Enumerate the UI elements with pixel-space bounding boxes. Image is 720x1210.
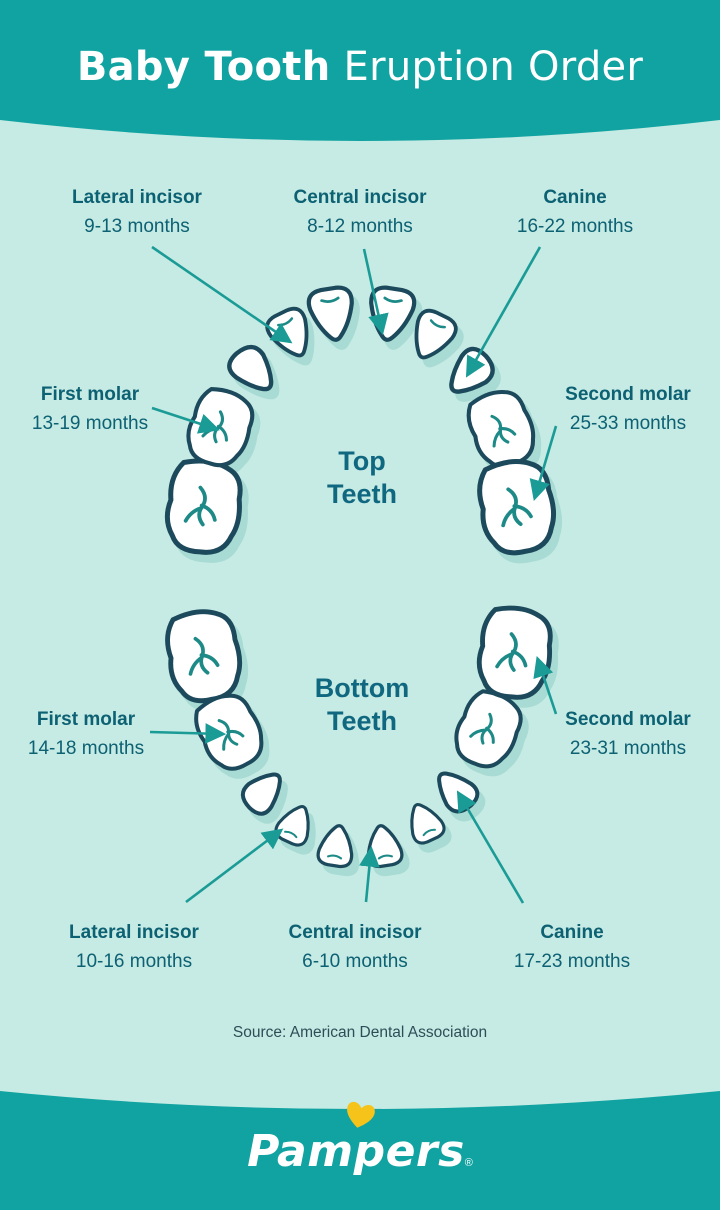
tooth-range: 8-12 months	[307, 216, 413, 237]
arrow-top-lateral-incisor	[151, 245, 293, 344]
tooth-name: Lateral incisor	[69, 922, 199, 943]
tooth-bottom-right-central-incisor	[362, 821, 405, 870]
tooth-range: 9-13 months	[84, 216, 190, 237]
label-bottom-central-incisor: Central incisor 6-10 months	[288, 918, 421, 976]
tooth-top-left-second-molar	[163, 457, 246, 557]
arrow-top-second-molar	[529, 425, 558, 501]
tooth-bottom-left-central-incisor	[315, 821, 358, 870]
source-attribution: Source: American Dental Association	[232, 1024, 488, 1041]
title-light: Eruption Order	[343, 44, 644, 90]
pointer-arrows	[149, 245, 558, 904]
tooth-name: Central incisor	[288, 922, 422, 943]
tooth-top-left-lateral-incisor	[261, 302, 321, 366]
tooth-range: 25-33 months	[569, 413, 687, 434]
tooth-bottom-left-lateral-incisor	[271, 798, 320, 850]
arrow-top-central-incisor	[362, 248, 389, 336]
tooth-range: 13-19 months	[31, 413, 149, 434]
tooth-range: 6-10 months	[302, 951, 408, 972]
bottom-teeth-heading: Bottom Teeth	[315, 672, 409, 738]
tooth-bottom-right-lateral-incisor	[400, 796, 449, 848]
tooth-range: 16-22 months	[516, 216, 634, 237]
title-bold: Baby Tooth	[76, 44, 331, 90]
pampers-logo: Pampers®	[0, 1100, 720, 1176]
tooth-top-right-first-molar	[462, 384, 542, 474]
tooth-range: 10-16 months	[75, 951, 193, 972]
tooth-range: 14-18 months	[27, 738, 145, 759]
tooth-name: Second molar	[565, 384, 691, 405]
tooth-bottom-left-first-molar	[186, 684, 274, 779]
footer-band	[0, 1091, 720, 1210]
tooth-name: Second molar	[565, 709, 691, 730]
arrow-bottom-first-molar	[149, 723, 227, 744]
tooth-bottom-right-first-molar	[445, 682, 532, 777]
tooth-name: Lateral incisor	[72, 187, 202, 208]
label-top-second-molar: Second molar 25-33 months	[565, 380, 691, 438]
label-bottom-canine: Canine 17-23 months	[514, 918, 630, 976]
tooth-bottom-right-canine	[426, 761, 485, 820]
top-teeth-heading: Top Teeth	[327, 445, 397, 511]
arrow-top-canine	[465, 246, 542, 378]
arrow-bottom-central-incisor	[359, 845, 380, 903]
tooth-bottom-right-second-molar	[475, 604, 556, 702]
tooth-top-left-first-molar	[180, 383, 260, 473]
label-bottom-lateral-incisor: Lateral incisor 10-16 months	[69, 918, 199, 976]
tooth-name: Canine	[543, 187, 607, 208]
tooth-top-left-canine	[224, 341, 282, 400]
tooth-name: First molar	[36, 709, 136, 730]
arrow-bottom-lateral-incisor	[185, 828, 284, 904]
top-teeth-arch	[163, 286, 559, 557]
brand-name: Pampers	[247, 1126, 465, 1177]
label-top-canine: Canine 16-22 months	[517, 183, 633, 241]
arrow-top-first-molar	[151, 406, 220, 434]
heading-line: Bottom	[314, 673, 410, 703]
header-band	[0, 0, 720, 141]
tooth-name: Central incisor	[293, 187, 427, 208]
tooth-top-left-central-incisor	[307, 286, 358, 344]
heart-icon	[347, 1101, 375, 1128]
tooth-bottom-left-canine	[235, 762, 293, 821]
registered-mark: ®	[464, 1157, 473, 1169]
tooth-name: First molar	[40, 384, 140, 405]
label-bottom-first-molar: First molar 14-18 months	[28, 705, 144, 763]
tooth-top-right-central-incisor	[365, 286, 416, 344]
heading-line: Teeth	[326, 479, 398, 509]
tooth-range: 17-23 months	[513, 951, 631, 972]
label-top-lateral-incisor: Lateral incisor 9-13 months	[72, 183, 202, 241]
label-bottom-second-molar: Second molar 23-31 months	[565, 705, 691, 763]
heading-line: Teeth	[326, 706, 398, 736]
label-top-first-molar: First molar 13-19 months	[32, 380, 148, 438]
tooth-name: Canine	[540, 922, 604, 943]
label-top-central-incisor: Central incisor 8-12 months	[293, 183, 426, 241]
heading-line: Top	[338, 446, 386, 476]
tooth-top-right-canine	[440, 344, 499, 403]
tooth-top-right-lateral-incisor	[402, 304, 462, 368]
tooth-range: 23-31 months	[569, 738, 687, 759]
tooth-top-right-second-molar	[476, 457, 559, 557]
arrow-bottom-second-molar	[533, 656, 558, 715]
arrow-bottom-canine	[456, 790, 525, 904]
page-title: Baby Tooth Eruption Order	[0, 44, 720, 90]
tooth-bottom-left-second-molar	[164, 607, 245, 705]
